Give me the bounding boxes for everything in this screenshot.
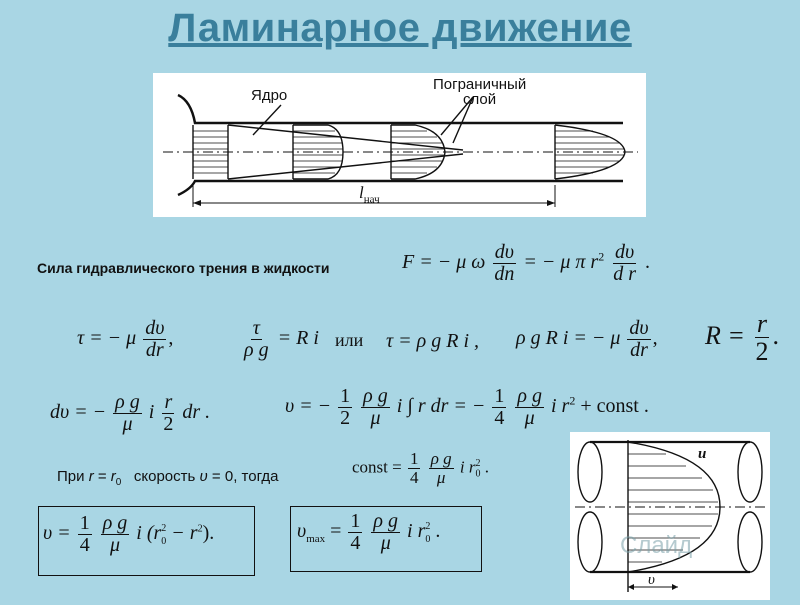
or-word: или [335, 330, 364, 350]
profile-hatching [193, 130, 624, 174]
pipe-profile-svg [575, 440, 765, 592]
pipe-velocity-profile-diagram: u υ Слайд [570, 432, 770, 600]
profile-arrows [628, 453, 718, 563]
boundary-condition-text: При r = r0 скорость υ = 0, тогда [57, 468, 279, 488]
boundary-layer-label-2: слой [463, 91, 497, 108]
flow-development-svg [163, 93, 638, 207]
u-label: u [698, 446, 707, 462]
friction-force-label: Сила гидравлического трения в жидкости [37, 260, 330, 276]
core-label: Ядро [251, 87, 288, 104]
tau-rhogri-equation: τ = ρ g R i , [386, 330, 480, 352]
watermark: Слайд [620, 532, 693, 559]
page-title: Ламинарное движение [168, 6, 632, 50]
flow-development-diagram: Ядро Пограничный слой lнач [153, 73, 646, 217]
boundary-layer-label: Пограничный [433, 76, 527, 93]
entrance-length-label: lнач [359, 183, 380, 206]
v-label: υ [648, 572, 655, 588]
